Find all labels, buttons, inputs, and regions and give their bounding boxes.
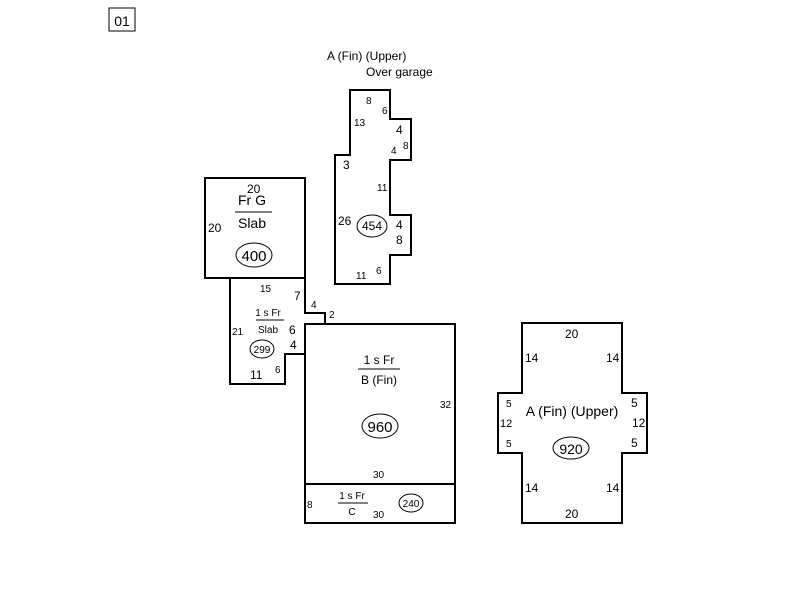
garage-type: Fr G xyxy=(238,192,266,208)
crawl-outline xyxy=(304,483,456,524)
upper-garage-title: A (Fin) (Upper) xyxy=(327,49,406,63)
upper-garage-outline xyxy=(334,89,412,285)
dim: 8 xyxy=(307,500,313,511)
dim: 4 xyxy=(396,218,403,232)
crawl-foundation: C xyxy=(348,507,355,518)
dim: 6 xyxy=(275,365,281,376)
dim: 12 xyxy=(632,416,646,430)
dim: 32 xyxy=(440,400,452,411)
slab-wing-type: 1 s Fr xyxy=(255,308,281,319)
dim: 11 xyxy=(356,271,367,282)
main-foundation: B (Fin) xyxy=(361,373,397,387)
dim: 4 xyxy=(396,123,403,137)
upper-outline xyxy=(497,322,648,524)
dim: 2 xyxy=(329,310,335,321)
crawl-area: 240 xyxy=(403,499,420,510)
dim: 3 xyxy=(343,158,350,172)
main-area: 960 xyxy=(367,419,392,436)
dim: 20 xyxy=(565,507,579,521)
dim: 20 xyxy=(565,327,579,341)
dim: 4 xyxy=(311,300,317,311)
dim: 4 xyxy=(290,338,297,352)
dim: 13 xyxy=(354,118,366,129)
dim: 8 xyxy=(366,96,372,107)
dim: 11 xyxy=(250,368,263,382)
dim: 14 xyxy=(606,351,620,365)
dim: 14 xyxy=(525,351,539,365)
dim: 30 xyxy=(373,470,385,481)
dim: 8 xyxy=(396,233,403,247)
dim: 20 xyxy=(208,221,222,235)
dim: 20 xyxy=(247,182,261,196)
slab-wing-foundation: Slab xyxy=(258,325,278,336)
garage-area: 400 xyxy=(241,248,266,265)
dim: 14 xyxy=(606,481,620,495)
dim: 21 xyxy=(232,327,244,338)
dim: 30 xyxy=(373,510,385,521)
area-oval xyxy=(552,436,590,460)
dim: 6 xyxy=(382,106,388,117)
dim: 6 xyxy=(376,266,382,277)
crawl-type: 1 s Fr xyxy=(339,491,365,502)
dim: 6 xyxy=(289,323,296,337)
page-label: 01 xyxy=(114,13,130,29)
dim: 8 xyxy=(403,141,409,152)
area-oval xyxy=(398,493,424,513)
main-type: 1 s Fr xyxy=(364,353,395,367)
area-oval xyxy=(235,242,273,268)
dim: 11 xyxy=(377,183,388,194)
dim: 15 xyxy=(260,284,272,295)
dim: 5 xyxy=(631,396,638,410)
upper-garage-dims: 8 6 13 4 4 8 3 11 26 4 8 11 6 xyxy=(338,96,409,282)
dim: 12 xyxy=(500,418,512,430)
dim: 5 xyxy=(506,399,512,410)
dim: 5 xyxy=(631,436,638,450)
area-oval xyxy=(361,413,399,439)
garage-foundation: Slab xyxy=(238,215,266,231)
dim: 26 xyxy=(338,214,352,228)
upper-area: 920 xyxy=(559,441,583,457)
upper-garage-area: 454 xyxy=(362,219,382,233)
slab-wing-area: 299 xyxy=(254,345,271,356)
dim: 14 xyxy=(525,481,539,495)
page-label-box xyxy=(108,7,136,32)
dim: 4 xyxy=(391,146,397,157)
main-outline xyxy=(304,323,456,485)
upper-label: A (Fin) (Upper) xyxy=(526,403,619,419)
area-oval xyxy=(249,339,275,359)
dim: 7 xyxy=(294,289,301,303)
dim: 5 xyxy=(506,439,512,450)
area-oval xyxy=(356,214,388,238)
upper-garage-subtitle: Over garage xyxy=(366,65,433,79)
